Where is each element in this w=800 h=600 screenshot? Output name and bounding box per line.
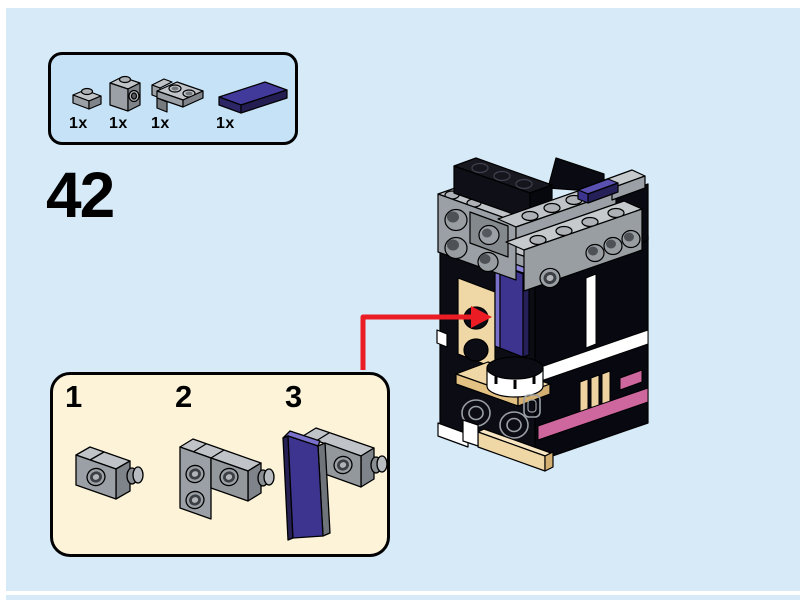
substep-number: 1 [65, 379, 83, 414]
substep-number: 2 [175, 379, 193, 414]
part-qty: 1x [109, 115, 128, 132]
page-background-strip [6, 595, 800, 600]
part-qty: 1x [216, 115, 235, 132]
substep3-purple-tile-assembly-icon [282, 427, 387, 541]
parts-callout-box: 1x 1x 1x 1x [48, 52, 298, 145]
substeps-box: 1 2 3 [50, 372, 390, 557]
part-qty: 1x [151, 115, 170, 132]
substep2-bracket-assembly-icon [179, 438, 275, 520]
plate-1x1-gray-icon [72, 87, 102, 110]
substep-number: 3 [285, 379, 303, 414]
parts-icons [72, 75, 288, 114]
substep-icons [75, 427, 387, 541]
substep1-brick-icon [75, 446, 144, 500]
brick-1x1-side-stud-gray-icon [109, 75, 141, 112]
tile-1x3-purple-icon [218, 81, 288, 114]
bracket-1x2-gray-icon [151, 78, 204, 113]
part-qty: 1x [69, 115, 88, 132]
step-number: 42 [46, 159, 115, 231]
